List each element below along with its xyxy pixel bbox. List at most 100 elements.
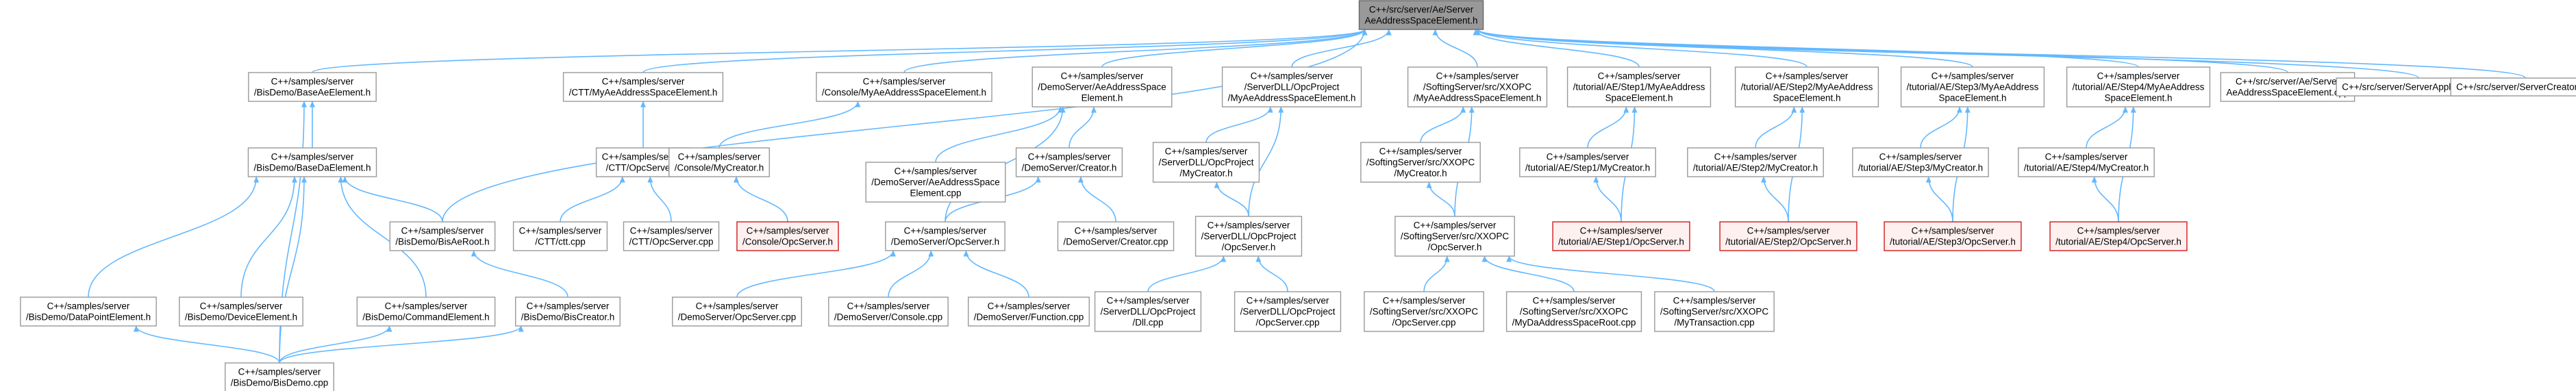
include-edge xyxy=(279,325,392,364)
graph-node-s4-opc-h[interactable]: C++/samples/server/tutorial/AE/Step4/Opc… xyxy=(2049,221,2188,251)
graph-node-s1-myae[interactable]: C++/samples/server/tutorial/AE/Step1/MyA… xyxy=(1566,66,1712,108)
include-edge xyxy=(1475,29,1973,68)
include-edge xyxy=(1761,176,1789,223)
graph-node-console-creator[interactable]: C++/samples/server/Console/MyCreator.h xyxy=(668,147,770,177)
graph-node-s4-myae[interactable]: C++/samples/server/tutorial/AE/Step4/MyA… xyxy=(2066,66,2211,108)
graph-node-soft-myae[interactable]: C++/samples/server/SoftingServer/src/XXO… xyxy=(1407,66,1548,108)
graph-node-ctt-myae[interactable]: C++/samples/server/CTT/MyAeAddressSpaceE… xyxy=(562,72,724,102)
node-label-line: /MyAeAddressSpaceElement.h xyxy=(1414,93,1542,103)
node-label-line: /DemoServer/Console.cpp xyxy=(834,312,942,323)
include-edge xyxy=(1587,106,1629,149)
node-box xyxy=(2018,147,2155,177)
node-label-line: /SoftingServer/src/XXOPC xyxy=(1520,307,1629,317)
node-label-line: /MyCreator.h xyxy=(1179,168,1232,179)
node-label-line: /DemoServer/Function.cpp xyxy=(974,312,1084,323)
graph-node-bis-demo-cpp[interactable]: C++/samples/server/BisDemo/BisDemo.cpp xyxy=(225,362,334,391)
node-box xyxy=(1852,147,1989,177)
graph-node-demo-creator-cpp[interactable]: C++/samples/server/DemoServer/Creator.cp… xyxy=(1057,221,1175,251)
node-label-line: C++/samples/server xyxy=(1251,71,1334,81)
node-box xyxy=(562,72,724,102)
include-edge xyxy=(338,176,427,298)
graph-node-s1-opc-h[interactable]: C++/samples/server/tutorial/AE/Step1/Opc… xyxy=(1552,221,1690,251)
node-label-line: /OpcServer.h xyxy=(1222,242,1276,253)
graph-node-demo-console-cpp[interactable]: C++/samples/server/DemoServer/Console.cp… xyxy=(828,297,949,327)
graph-node-s3-opc-h[interactable]: C++/samples/server/tutorial/AE/Step3/Opc… xyxy=(1884,221,2022,251)
graph-node-base-ae[interactable]: C++/samples/server/BisDemo/BaseAeElement… xyxy=(248,72,377,102)
graph-node-soft-creator[interactable]: C++/samples/server/SoftingServer/src/XXO… xyxy=(1360,142,1481,183)
graph-node-base-da[interactable]: C++/samples/server/BisDemo/BaseDaElement… xyxy=(247,147,377,177)
node-label-line: /ServerDLL/OpcProject xyxy=(1201,231,1297,242)
include-edge xyxy=(2086,106,2128,149)
node-label-line: /tutorial/AE/Step1/OpcServer.h xyxy=(1558,237,1684,247)
graph-node-s2-creator[interactable]: C++/samples/server/tutorial/AE/Step2/MyC… xyxy=(1687,147,1824,177)
graph-node-s4-creator[interactable]: C++/samples/server/tutorial/AE/Step4/MyC… xyxy=(2018,147,2155,177)
graph-node-ctt-opc-cpp[interactable]: C++/samples/server/CTT/OpcServer.cpp xyxy=(623,221,720,251)
graph-node-dll-creator[interactable]: C++/samples/server/ServerDLL/OpcProject/… xyxy=(1152,142,1260,183)
graph-node-demo-function-cpp[interactable]: C++/samples/server/DemoServer/Function.c… xyxy=(968,297,1090,327)
include-edge xyxy=(1205,106,1273,143)
include-edge xyxy=(1475,29,1808,68)
include-edge xyxy=(888,250,934,298)
node-label-line: /DemoServer/OpcServer.h xyxy=(891,237,999,247)
graph-node-bis-creator[interactable]: C++/samples/server/BisDemo/BisCreator.h xyxy=(515,297,621,327)
node-label-line: C++/samples/server xyxy=(1879,152,1962,162)
graph-node-s2-opc-h[interactable]: C++/samples/server/tutorial/AE/Step2/Opc… xyxy=(1719,221,1858,251)
include-edge xyxy=(1147,255,1227,292)
node-box xyxy=(1094,291,1202,332)
graph-node-srvcreator[interactable]: C++/src/server/ServerCreator.cpp xyxy=(2450,77,2576,97)
node-label-line: C++/samples/server xyxy=(988,301,1071,312)
graph-node-demo-opc-h[interactable]: C++/samples/server/DemoServer/OpcServer.… xyxy=(885,221,1005,251)
graph-node-s3-myae[interactable]: C++/samples/server/tutorial/AE/Step3/MyA… xyxy=(1900,66,2045,108)
graph-node-demo-creator[interactable]: C++/samples/server/DemoServer/Creator.h xyxy=(1015,147,1123,177)
node-box xyxy=(247,147,377,177)
include-edge xyxy=(1481,255,1575,292)
node-label-line: /ServerDLL/OpcProject xyxy=(1240,307,1336,317)
graph-node-ae-cpp[interactable]: C++/src/server/Ae/ServerAeAddressSpaceEl… xyxy=(2220,72,2355,102)
graph-node-bis-dp[interactable]: C++/samples/server/BisDemo/DataPointElem… xyxy=(20,297,157,327)
graph-node-console-myae[interactable]: C++/samples/server/Console/MyAeAddressSp… xyxy=(816,72,992,102)
graph-node-soft-opc-h[interactable]: C++/samples/server/SoftingServer/src/XXO… xyxy=(1395,216,1515,257)
graph-node-console-opc-h[interactable]: C++/samples/server/Console/OpcServer.h xyxy=(736,221,839,251)
graph-node-bis-root[interactable]: C++/samples/server/BisDemo/BisAeRoot.h xyxy=(389,221,496,251)
graph-node-demo-opc-cpp[interactable]: C++/samples/server/DemoServer/OpcServer.… xyxy=(672,297,802,327)
graph-node-soft-root-cpp[interactable]: C++/samples/server/SoftingServer/src/XXO… xyxy=(1505,291,1642,332)
node-label-line: /tutorial/AE/Step3/MyCreator.h xyxy=(1858,163,1983,173)
node-box xyxy=(356,297,496,327)
node-label-line: /tutorial/AE/Step1/MyAeAddress xyxy=(1573,82,1705,92)
node-label-line: C++/samples/server xyxy=(1766,71,1849,81)
node-label-line: /CTT/OpcServer.cpp xyxy=(629,237,713,247)
node-box xyxy=(1407,66,1548,108)
graph-node-dll-dll-cpp[interactable]: C++/samples/server/ServerDLL/OpcProject/… xyxy=(1094,291,1202,332)
node-box xyxy=(20,297,157,327)
node-label-line: C++/samples/server xyxy=(1107,296,1190,306)
include-edge xyxy=(1475,29,2526,79)
include-edge xyxy=(963,250,1029,298)
graph-node-s1-creator[interactable]: C++/samples/server/tutorial/AE/Step1/MyC… xyxy=(1519,147,1656,177)
include-edge xyxy=(1473,29,1640,68)
graph-node-soft-trans-cpp[interactable]: C++/samples/server/SoftingServer/src/XXO… xyxy=(1654,291,1775,332)
graph-node-demo-ae-cpp[interactable]: C++/samples/server/DemoServer/AeAddressS… xyxy=(865,162,1006,203)
node-label-line: /SoftingServer/src/XXOPC xyxy=(1370,307,1479,317)
node-label-line: C++/samples/server xyxy=(1383,296,1466,306)
node-box xyxy=(1031,66,1173,108)
node-label-line: C++/samples/server xyxy=(1165,147,1248,157)
include-edge xyxy=(1475,29,2139,68)
node-label-line: C++/samples/server xyxy=(1247,296,1329,306)
include-edge xyxy=(471,250,568,298)
graph-node-dll-myae[interactable]: C++/samples/server/ServerDLL/OpcProject/… xyxy=(1221,66,1362,108)
graph-node-s3-creator[interactable]: C++/samples/server/tutorial/AE/Step3/MyC… xyxy=(1852,147,1989,177)
node-box xyxy=(668,147,770,177)
graph-node-root[interactable]: C++/src/server/Ae/ServerAeAddressSpaceEl… xyxy=(1358,0,1484,30)
graph-node-soft-opc-cpp[interactable]: C++/samples/server/SoftingServer/src/XXO… xyxy=(1364,291,1484,332)
graph-node-ctt-cpp[interactable]: C++/samples/server/CTT/ctt.cpp xyxy=(512,221,608,251)
include-edge xyxy=(560,176,625,223)
graph-node-demo-ae[interactable]: C++/samples/server/DemoServer/AeAddressS… xyxy=(1031,66,1173,108)
graph-node-bis-cmd[interactable]: C++/samples/server/BisDemo/CommandElemen… xyxy=(356,297,496,327)
graph-node-s2-myae[interactable]: C++/samples/server/tutorial/AE/Step2/MyA… xyxy=(1734,66,1879,108)
node-box xyxy=(1152,142,1260,183)
graph-node-bis-dev[interactable]: C++/samples/server/BisDemo/DeviceElement… xyxy=(179,297,303,327)
graph-node-dll-opc-h[interactable]: C++/samples/server/ServerDLL/OpcProject/… xyxy=(1195,216,1303,257)
node-box xyxy=(623,221,720,251)
graph-node-dll-opc-cpp[interactable]: C++/samples/server/ServerDLL/OpcProject/… xyxy=(1234,291,1342,332)
node-label-line: /CTT/MyAeAddressSpaceElement.h xyxy=(569,88,718,98)
